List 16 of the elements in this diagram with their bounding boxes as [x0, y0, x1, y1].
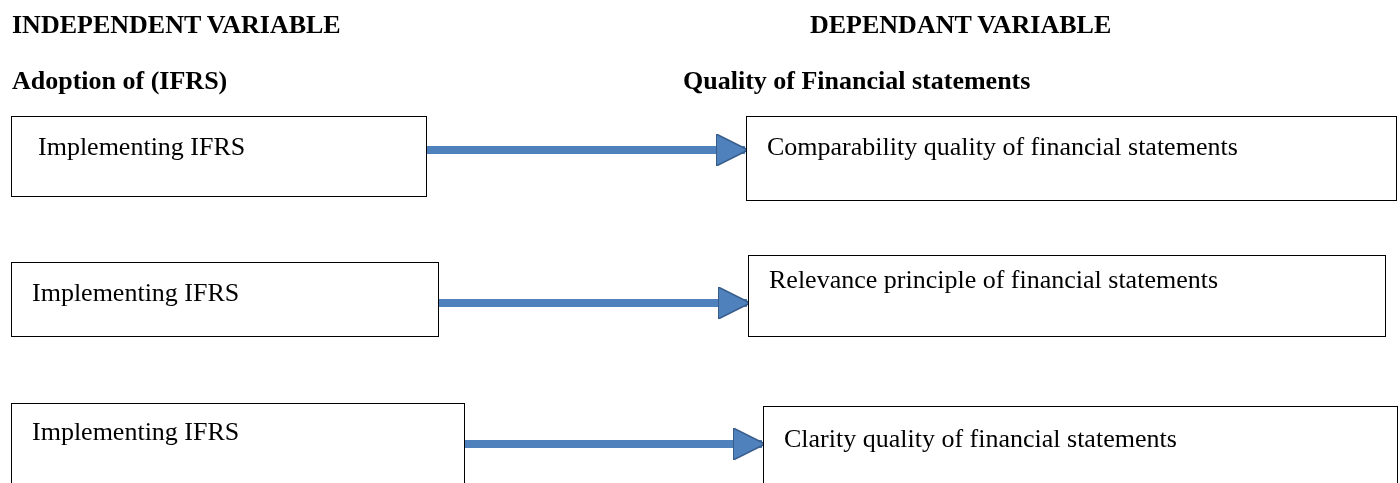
variable-box: [763, 406, 1398, 483]
column-heading: Quality of Financial statements: [683, 65, 1031, 97]
box-text: Implementing IFRS: [32, 416, 240, 448]
box-text: Implementing IFRS: [38, 131, 246, 163]
variable-box: [11, 116, 427, 197]
column-heading: INDEPENDENT VARIABLE: [12, 9, 341, 41]
box-text: Clarity quality of financial statements: [784, 423, 1177, 455]
variable-box: [11, 403, 465, 483]
box-text: Implementing IFRS: [32, 277, 240, 309]
variable-box: [748, 255, 1386, 337]
box-text: Relevance principle of financial statements: [769, 264, 1219, 296]
box-text: Comparability quality of financial statements: [767, 131, 1238, 163]
column-heading: Adoption of (IFRS): [12, 65, 228, 97]
column-heading: DEPENDANT VARIABLE: [810, 9, 1112, 41]
variable-box: [11, 262, 439, 337]
variable-box: [746, 116, 1397, 201]
